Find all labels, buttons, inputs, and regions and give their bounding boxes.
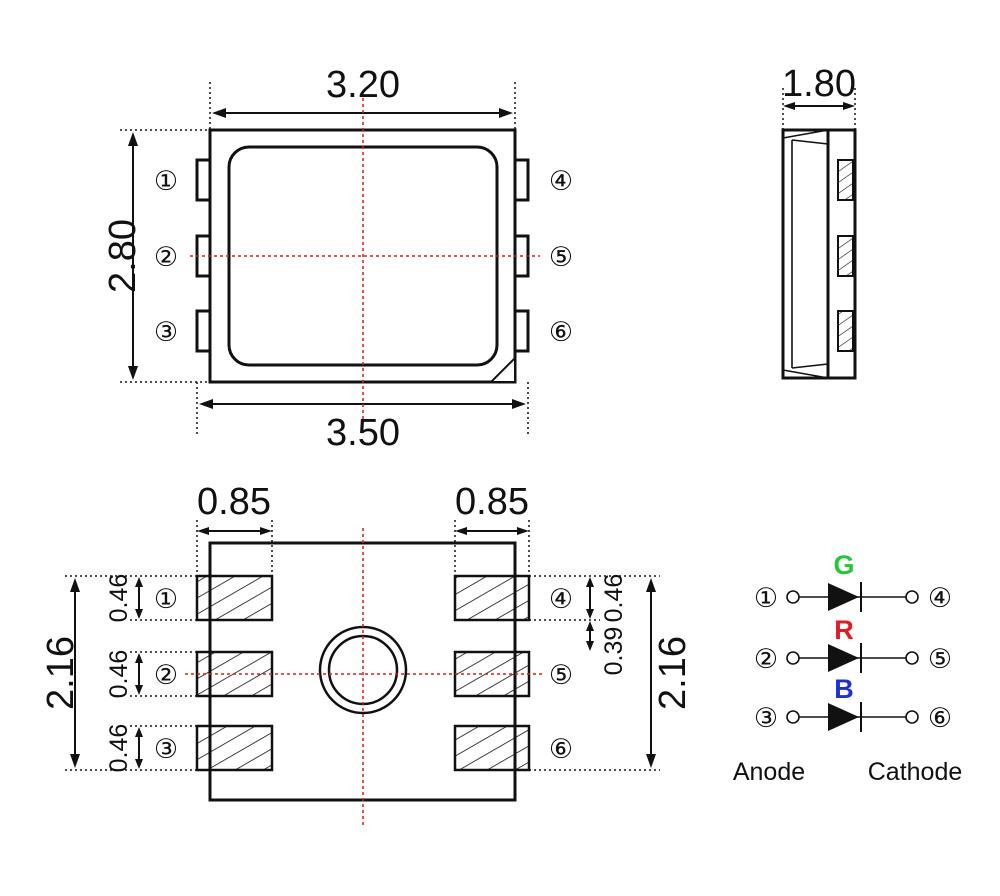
channel-b: B ③ ⑥ [754,674,952,734]
lead-tab [513,309,530,353]
pin-label: ④ [549,166,573,197]
pin-label: ③ [154,734,178,765]
pad-height-label: 0.46 [105,574,133,623]
lead-tab [513,158,530,202]
lead-tab [195,158,212,202]
pad-height-label: 0.46 [105,724,133,773]
anode-pin: ② [754,644,778,675]
channel-r: R ② ⑤ [754,615,952,675]
pin-label: ② [154,242,178,273]
anode-pin: ③ [754,703,778,734]
top-height-label: 2.80 [102,219,144,293]
side-body [781,128,857,380]
pin-label: ③ [154,317,178,348]
pin-label: ② [154,660,178,691]
pin-label: ⑥ [549,317,573,348]
lead-tab [195,309,212,353]
pin-label: ⑤ [549,242,573,273]
cathode-label: Cathode [868,758,963,786]
cathode-pin: ⑤ [928,644,952,675]
solder-pad [195,724,274,772]
polarity-mark [488,355,516,383]
diode-icon [828,644,859,672]
channel-g: G ① ④ [754,550,952,614]
pin-label: ⑥ [549,734,573,765]
solder-pad [453,574,531,622]
pin-label: ① [154,584,178,615]
pin-label: ④ [549,584,573,615]
side-lead [837,310,854,352]
channel-label: B [834,674,854,704]
pin-label: ① [154,166,178,197]
side-thickness-label: 1.80 [782,63,856,105]
solder-pad [453,724,531,772]
thermal-ring [318,625,408,715]
bottom-height-left-label: 2.16 [40,636,82,710]
side-lead [837,235,854,277]
cathode-pin: ④ [928,583,952,614]
anode-pin: ① [754,583,778,614]
pad-height-right-label: 0.46 [600,574,628,623]
top-view: 3.20 2.80 3.50 ① ② ③ ④ ⑤ ⑥ [102,64,573,454]
channel-label: R [834,615,854,645]
rgb-schematic: G ① ④ R ② ⑤ B ③ ⑥ [733,550,962,786]
pad-height-label: 0.46 [105,650,133,699]
anode-label: Anode [733,758,805,786]
solder-pad [195,574,274,622]
cathode-pin: ⑥ [928,703,952,734]
thermal-ring-inner [327,634,399,706]
diode-icon [828,583,859,611]
pin-label: ⑤ [549,660,573,691]
channel-label: G [833,550,854,580]
bottom-height-right-label: 2.16 [652,636,694,710]
diode-icon [828,703,859,731]
bottom-view: 0.85 0.85 2.16 [40,481,694,828]
side-view: 1.80 [781,63,857,380]
pad-width-left-label: 0.85 [197,481,271,523]
pad-gap-label: 0.39 [600,627,628,676]
pad-width-right-label: 0.85 [455,481,529,523]
side-lead [837,159,854,201]
